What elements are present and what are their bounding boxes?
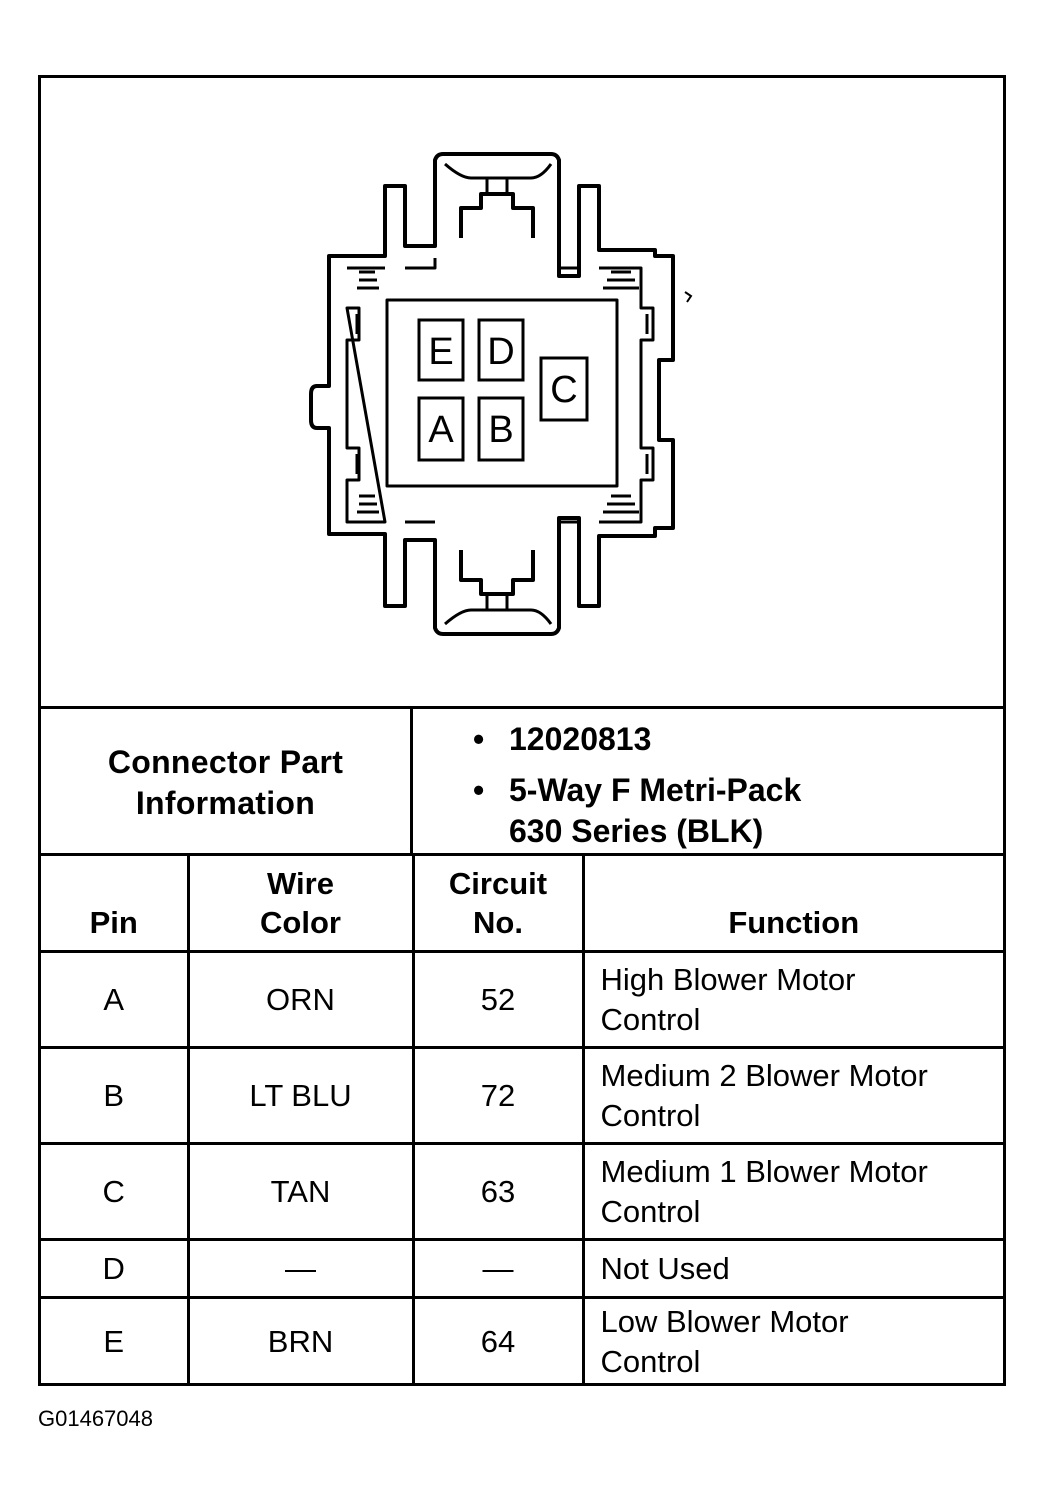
bullet: • [473,772,485,808]
top-latch [444,162,553,180]
cavity-b [477,396,525,462]
bullet: • [473,721,485,757]
cavity-e [417,318,465,382]
header-pin: Pin [41,853,190,953]
function-cell: Medium 2 Blower Motor Control [581,1046,1003,1145]
table-row: A ORN 52 High Blower Motor Control [41,950,1003,1049]
cavity-label-b: B [488,409,513,451]
circuit-cell: 64 [411,1296,585,1386]
cavity-d [477,318,525,382]
bottom-latch [444,608,553,626]
cavity-label-c: C [550,369,577,411]
pin-cell: A [41,950,190,1049]
info-title: Connector Part Information [107,743,344,821]
connector-housing-outline [309,152,675,636]
table-row: C TAN 63 Medium 1 Blower Motor Control [41,1142,1003,1241]
circuit-cell: — [411,1238,585,1299]
cavity-a [417,396,465,462]
function-cell: Not Used [581,1238,1003,1299]
info-title-cell: Connector Part Information [41,709,413,856]
cavity-c [539,356,589,422]
connector-description: 5-Way F Metri-Pack 630 Series (BLK) [509,772,802,849]
circuit-cell: 63 [411,1142,585,1241]
pin-cell: C [41,1142,190,1241]
pin-cell: D [41,1238,190,1299]
header-wire-color: Wire Color [186,853,415,953]
function-cell: High Blower Motor Control [581,950,1003,1049]
connector-part-info: Connector Part Information • 12020813 • … [41,706,1003,856]
part-number: 12020813 [509,721,652,757]
circuit-cell: 52 [411,950,585,1049]
info-details-cell: • 12020813 • 5-Way F Metri-Pack 630 Seri… [413,709,1003,856]
table-header-row: Pin Wire Color Circuit No. Function [41,853,1003,953]
table-row: B LT BLU 72 Medium 2 Blower Motor Contro… [41,1046,1003,1145]
function-cell: Medium 1 Blower Motor Control [581,1142,1003,1241]
terminal-block [385,298,619,488]
pin-cell: B [41,1046,190,1145]
cavity-label-d: D [487,331,514,373]
bottom-latch-tab [459,550,535,596]
pin-cell: E [41,1296,190,1386]
wire-color-cell: BRN [186,1296,415,1386]
wire-color-cell: ORN [186,950,415,1049]
info-item: • 5-Way F Metri-Pack 630 Series (BLK) [473,770,1003,852]
function-cell: Low Blower Motor Control [581,1296,1003,1386]
pinout-table: Pin Wire Color Circuit No. Function A OR… [41,853,1003,1386]
connector-inner-wall [345,258,655,524]
small-mark [684,291,693,303]
cavity-label-e: E [428,331,453,373]
header-function: Function [581,853,1003,953]
figure-id: G01467048 [38,1406,153,1431]
header-circuit: Circuit No. [411,853,585,953]
cavity-label-a: A [428,409,454,451]
wire-color-cell: TAN [186,1142,415,1241]
table-row: D — — Not Used [41,1238,1003,1299]
connector-face-diagram: E D C A B [309,152,693,636]
circuit-cell: 72 [411,1046,585,1145]
connector-frame: E D C A B Connector Part Information • 1… [38,75,1006,1386]
top-latch-tab [459,192,535,238]
info-item: • 12020813 [473,719,1003,760]
wire-color-cell: — [186,1238,415,1299]
table-row: E BRN 64 Low Blower Motor Control [41,1296,1003,1386]
wire-color-cell: LT BLU [186,1046,415,1145]
